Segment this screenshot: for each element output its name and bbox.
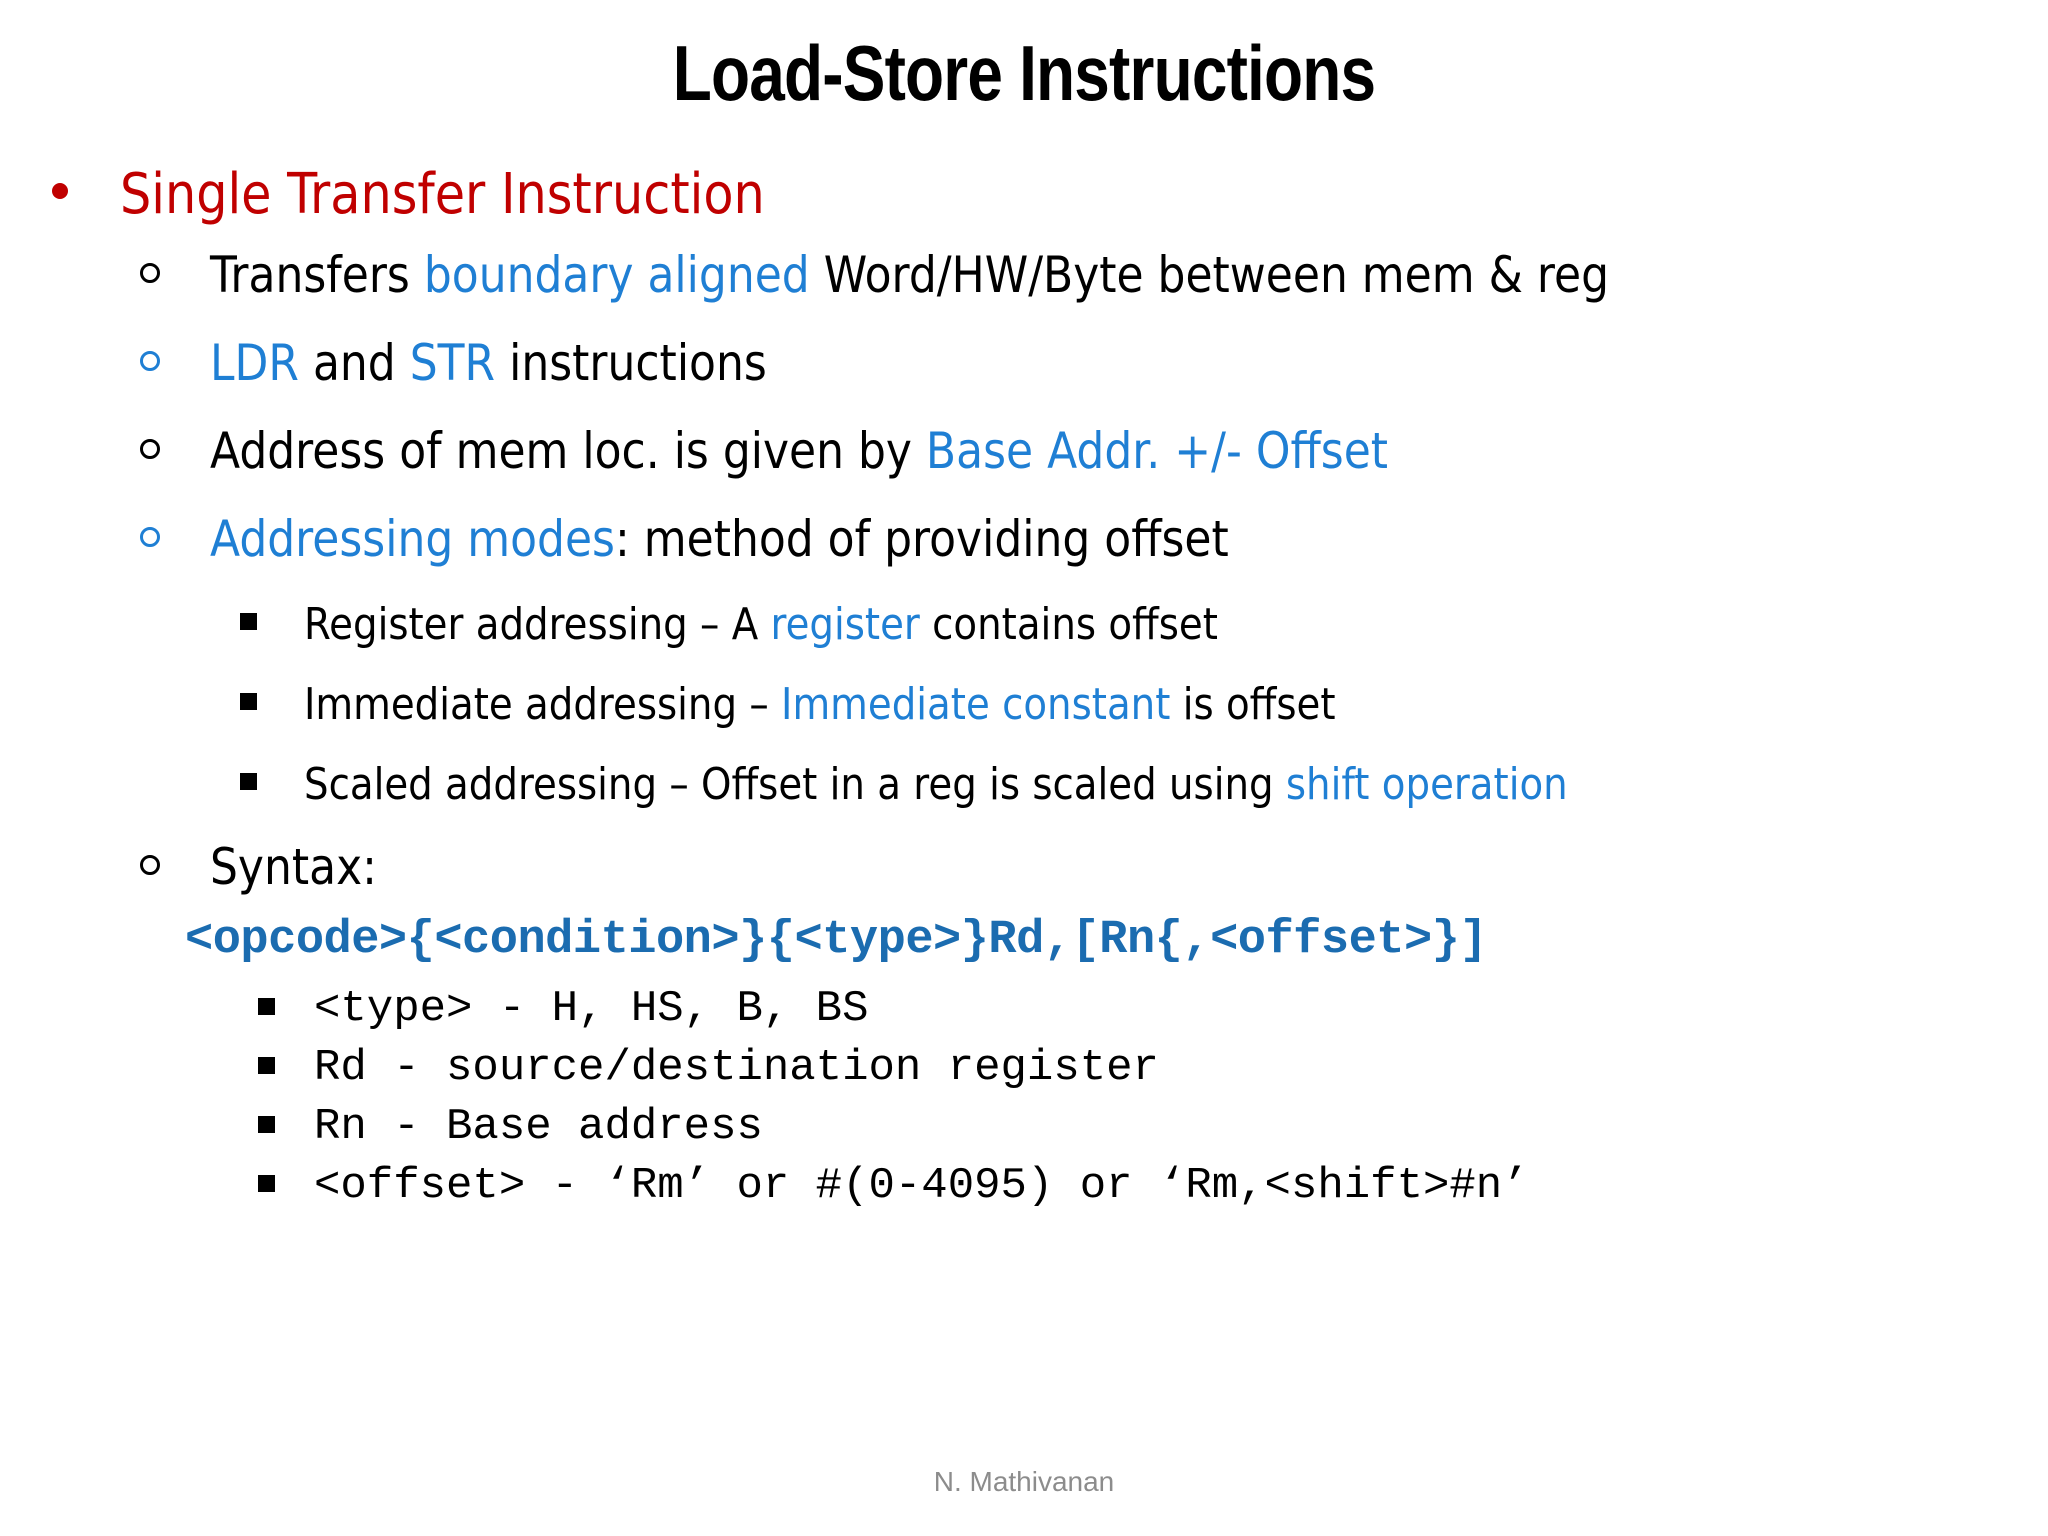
filled-square-icon [240, 594, 304, 656]
syntax-item-label: <offset> - ‘Rm’ or #(0-4095) or ‘Rm,<shi… [314, 1161, 1529, 1211]
hollow-circle-icon [140, 506, 210, 572]
hollow-circle-icon [140, 834, 210, 900]
bullet-level2-ldr-str: LDR and STR instructions [0, 330, 2048, 396]
syntax-label: Syntax: [210, 838, 377, 896]
page-title: Load-Store Instructions [672, 29, 1376, 117]
syntax-item-label: Rd - source/destination register [314, 1043, 1159, 1093]
bullet-level2-label: Transfers boundary aligned Word/HW/Byte … [210, 246, 1610, 304]
syntax-item-label: Rn - Base address [314, 1102, 763, 1152]
slide-body: Single Transfer Instruction Transfers bo… [0, 158, 2048, 1216]
bullet-level3-label: Scaled addressing – Offset in a reg is s… [304, 759, 1568, 810]
filled-square-icon [258, 1039, 314, 1098]
bullet-level3-immediate-addressing: Immediate addressing – Immediate constan… [0, 674, 2048, 736]
syntax-code: <opcode>{<condition>}{<type>}Rd,[Rn{,<of… [185, 914, 1488, 967]
syntax-item-type: <type> - H, HS, B, BS [0, 980, 2048, 1039]
filled-square-icon [258, 1157, 314, 1216]
hollow-circle-icon [140, 330, 210, 396]
bullet-level2-transfers: Transfers boundary aligned Word/HW/Byte … [0, 242, 2048, 308]
bullet-level3-label: Register addressing – A register contain… [304, 599, 1218, 650]
bullet-level1: Single Transfer Instruction [0, 158, 2048, 232]
bullet-level2-label: Addressing modes: method of providing of… [210, 510, 1229, 568]
hollow-circle-icon [140, 418, 210, 484]
filled-square-icon [240, 674, 304, 736]
bullet-level3-scaled-addressing: Scaled addressing – Offset in a reg is s… [0, 754, 2048, 816]
filled-square-icon [258, 1098, 314, 1157]
bullet-level2-syntax: Syntax: [0, 834, 2048, 900]
bullet-level2-addressing-modes: Addressing modes: method of providing of… [0, 506, 2048, 572]
hollow-circle-icon [140, 242, 210, 308]
filled-square-icon [240, 754, 304, 816]
bullet-level2-address: Address of mem loc. is given by Base Add… [0, 418, 2048, 484]
syntax-item-rd: Rd - source/destination register [0, 1039, 2048, 1098]
footer-attribution: N. Mathivanan [933, 1466, 1115, 1497]
bullet-level3-register-addressing: Register addressing – A register contain… [0, 594, 2048, 656]
syntax-item-offset: <offset> - ‘Rm’ or #(0-4095) or ‘Rm,<shi… [0, 1157, 2048, 1216]
bullet-level1-label: Single Transfer Instruction [120, 162, 765, 227]
bullet-level2-label: LDR and STR instructions [210, 334, 767, 392]
syntax-item-label: <type> - H, HS, B, BS [314, 984, 869, 1034]
syntax-item-rn: Rn - Base address [0, 1098, 2048, 1157]
bullet-dot-icon [48, 158, 120, 232]
bullet-level3-label: Immediate addressing – Immediate constan… [304, 679, 1336, 730]
syntax-code-line: <opcode>{<condition>}{<type>}Rd,[Rn{,<of… [0, 906, 2048, 976]
filled-square-icon [258, 980, 314, 1039]
bullet-level2-label: Address of mem loc. is given by Base Add… [210, 422, 1389, 480]
